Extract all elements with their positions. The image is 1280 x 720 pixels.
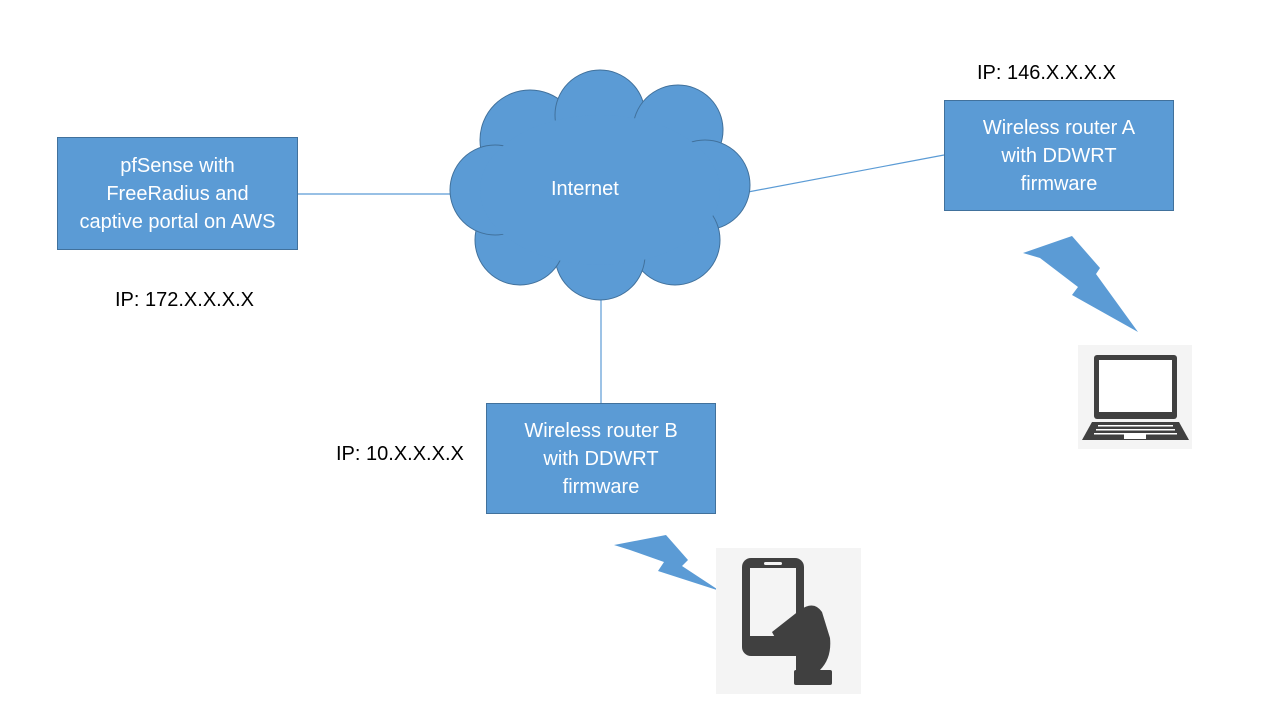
router-b-line-2: with DDWRT [543,447,659,470]
router-a-line-1: Wireless router A [982,116,1136,139]
cloud-icon [449,69,751,301]
router-b-line-1: Wireless router B [524,419,678,442]
pfsense-ip-label: IP: 172.X.X.X.X [115,289,254,311]
pfsense-line-3: captive portal on AWS [79,210,276,233]
router-a-ip-label: IP: 146.X.X.X.X [977,62,1116,84]
link-internet-router-a [747,154,945,193]
lightning-bolt-icon [614,535,720,591]
router-a-line-3: firmware [1020,172,1098,195]
pfsense-line-2: FreeRadius and [106,182,249,205]
router-b-ip-label: IP: 10.X.X.X.X [336,443,464,465]
internet-label: Internet [551,178,619,200]
router-a-line-2: with DDWRT [1001,144,1117,167]
pfsense-line-1: pfSense with [120,154,235,177]
router-a-box: Wireless router A with DDWRT firmware [944,100,1174,211]
pfsense-server-box: pfSense with FreeRadius and captive port… [57,137,298,250]
smartphone-hand-icon [742,558,832,685]
router-b-line-3: firmware [562,475,640,498]
lightning-bolt-icon [1023,236,1138,332]
laptop-icon [1082,355,1189,440]
router-b-box: Wireless router B with DDWRT firmware [486,403,716,514]
